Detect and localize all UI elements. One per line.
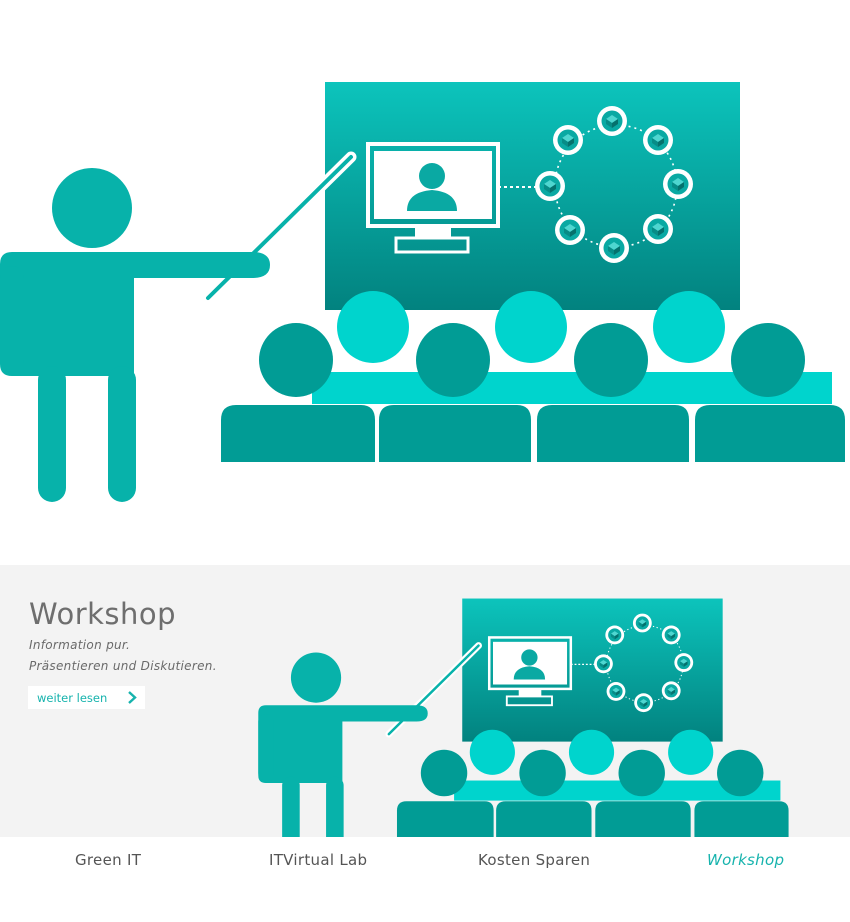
read-more-button[interactable]: weiter lesen (28, 686, 145, 709)
tab-itvirtual-lab[interactable]: ITVirtual Lab (269, 851, 368, 869)
tab-green-it[interactable]: Green IT (75, 851, 142, 869)
slide-title: Workshop (29, 597, 177, 631)
workshop-illustration (0, 0, 850, 565)
tab-workshop[interactable]: Workshop (707, 851, 785, 869)
read-more-label: weiter lesen (37, 690, 108, 705)
slide-subtitle-line-1: Information pur. (29, 638, 131, 652)
slide-tab-navigation: Green IT ITVirtual Lab Kosten Sparen Wor… (0, 837, 850, 922)
hero-illustration (0, 0, 850, 565)
chevron-right-icon (128, 691, 137, 704)
slide-subtitle-line-2: Präsentieren und Diskutieren. (29, 659, 217, 673)
tab-kosten-sparen[interactable]: Kosten Sparen (478, 851, 591, 869)
slide-illustration (255, 591, 795, 837)
